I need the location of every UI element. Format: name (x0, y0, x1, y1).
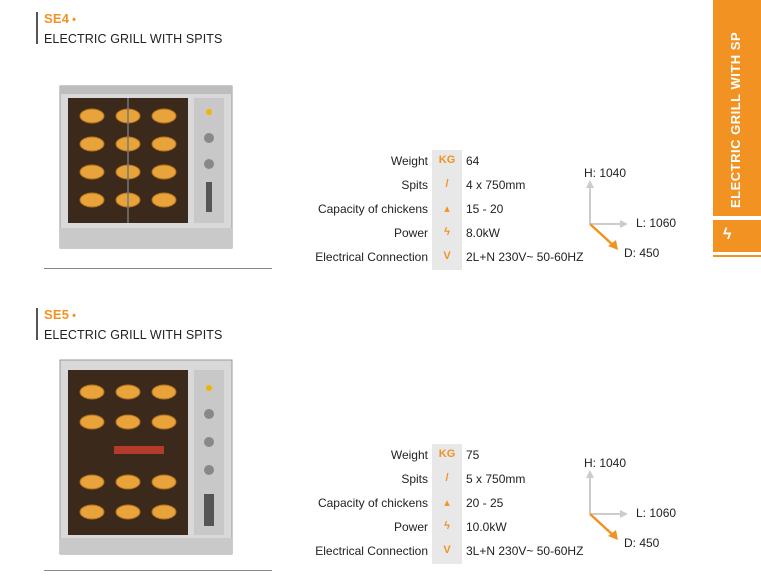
spec-row-capacity: Capacity of chickens ▴ 15 - 20 (300, 198, 600, 222)
spec-row-weight: Weight KG 75 (300, 444, 600, 468)
side-power-tab[interactable]: ϟ (713, 220, 761, 252)
spec-row-electrical: Electrical Connection V 2L+N 230V~ 50-60… (300, 246, 600, 270)
voltage-icon: V (432, 540, 462, 564)
dimensions-diagram: H: 1040 L: 1060 D: 450 (580, 160, 700, 270)
product-title: ELECTRIC GRILL WITH SPITS (44, 32, 223, 46)
side-category-tab[interactable]: ELECTRIC GRILL WITH SP (713, 0, 761, 216)
spec-row-power: Power ϟ 10.0kW (300, 516, 600, 540)
dimension-axes (586, 470, 628, 540)
title-bar (36, 308, 38, 340)
spec-row-weight: Weight KG 64 (300, 150, 600, 174)
chicken-icon: ▴ (432, 198, 462, 222)
voltage-icon: V (432, 246, 462, 270)
spec-row-spits: Spits / 4 x 750mm (300, 174, 600, 198)
section-divider (44, 570, 272, 571)
dimension-height: H: 1040 (584, 166, 627, 180)
section-divider (44, 268, 272, 269)
weight-icon: KG (432, 150, 462, 174)
weight-icon: KG (432, 444, 462, 468)
dimension-height: H: 1040 (584, 456, 627, 470)
lightning-icon: ϟ (432, 222, 462, 246)
dimension-length: L: 1060 (636, 216, 677, 230)
spec-row-power: Power ϟ 8.0kW (300, 222, 600, 246)
spit-icon: / (432, 468, 462, 492)
chicken-icon: ▴ (432, 492, 462, 516)
product-code: SE5• (44, 307, 77, 322)
spit-icon: / (432, 174, 462, 198)
spec-row-electrical: Electrical Connection V 3L+N 230V~ 50-60… (300, 540, 600, 564)
dimension-length: L: 1060 (636, 506, 677, 520)
dimensions-diagram: H: 1040 L: 1060 D: 450 (580, 450, 700, 560)
spec-row-capacity: Capacity of chickens ▴ 20 - 25 (300, 492, 600, 516)
dimension-axes (586, 180, 628, 250)
product-photo (59, 85, 233, 249)
spec-row-spits: Spits / 5 x 750mm (300, 468, 600, 492)
dimension-depth: D: 450 (624, 536, 660, 550)
title-bar (36, 12, 38, 44)
product-code: SE4• (44, 11, 77, 26)
product-title: ELECTRIC GRILL WITH SPITS (44, 328, 223, 342)
dimension-depth: D: 450 (624, 246, 660, 260)
product-photo (59, 359, 233, 555)
lightning-icon: ϟ (723, 226, 732, 243)
lightning-icon: ϟ (432, 516, 462, 540)
side-category-label: ELECTRIC GRILL WITH SP (728, 31, 743, 208)
side-divider (713, 255, 761, 257)
